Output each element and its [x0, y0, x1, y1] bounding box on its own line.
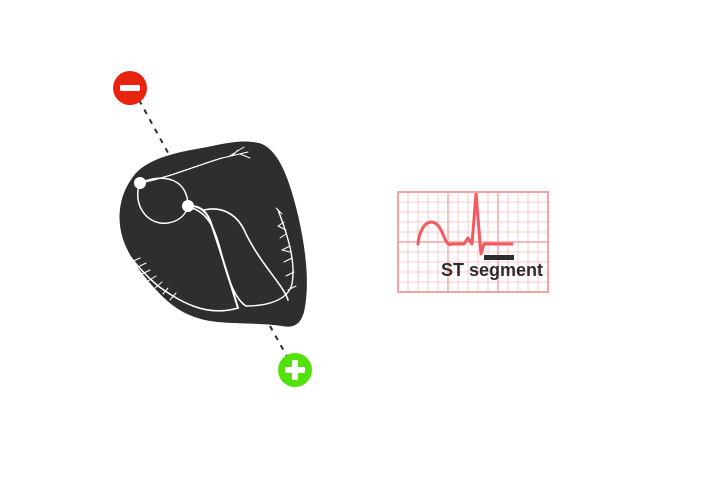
positive-electrode	[278, 353, 312, 387]
av-node	[182, 200, 194, 212]
lead-axis	[138, 99, 290, 361]
plus-sign-vertical	[292, 360, 298, 380]
lead-axis-upper	[138, 99, 173, 161]
negative-electrode	[113, 71, 147, 105]
st-segment-label: ST segment	[441, 260, 543, 280]
minus-sign	[120, 85, 140, 91]
lead-axis-lower	[269, 325, 290, 361]
heart-silhouette	[119, 141, 307, 327]
ecg-grid-border	[397, 191, 549, 293]
st-segment-marker	[484, 255, 514, 260]
ecg-trace	[416, 192, 514, 256]
sa-node	[134, 177, 146, 189]
ecg-strip: ST segment	[397, 191, 549, 293]
conduction-pathways	[127, 146, 297, 312]
heart-conduction-system-icon	[119, 141, 307, 327]
